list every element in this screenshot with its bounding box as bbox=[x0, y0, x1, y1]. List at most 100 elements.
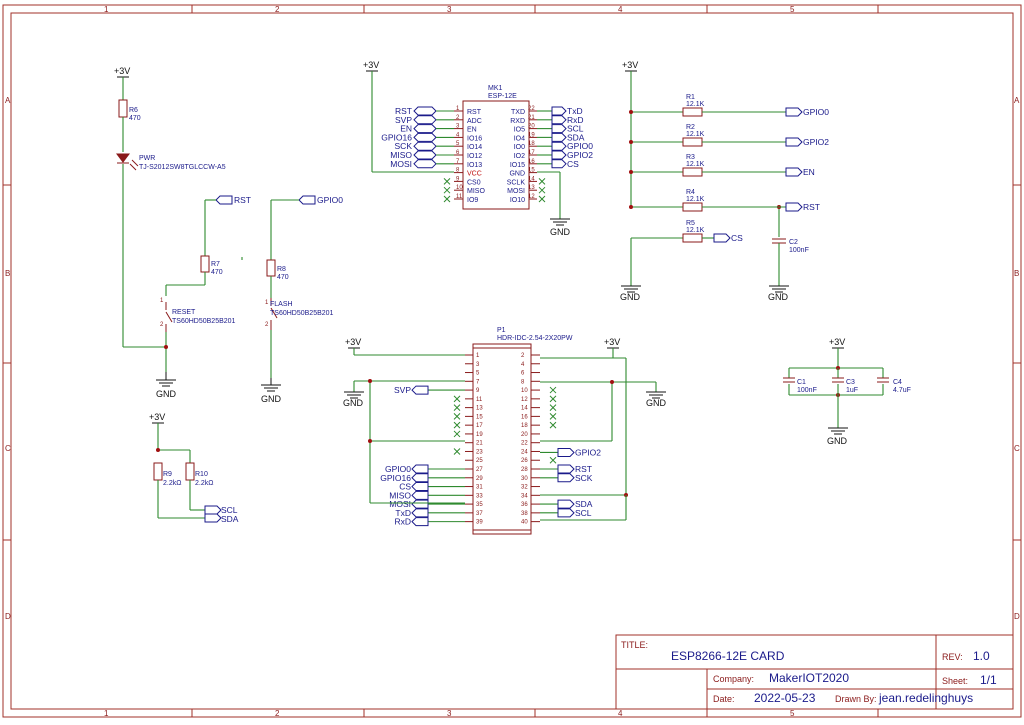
row-label-a-right: A bbox=[1014, 96, 1020, 105]
c4-value: 4.7uF bbox=[893, 387, 911, 394]
pullup-net-flag bbox=[785, 137, 803, 147]
module-left-pin-name: IO14 bbox=[467, 144, 482, 151]
module-right-pin-name: IO4 bbox=[514, 135, 525, 142]
module-left-net-flag bbox=[413, 132, 437, 142]
c3-value: 1uF bbox=[846, 387, 858, 394]
header-pin-odd: 31 bbox=[476, 485, 483, 491]
sheet-value: 1/1 bbox=[980, 673, 997, 687]
header-left-net-label: RxD bbox=[394, 517, 411, 527]
header-pin-odd: 11 bbox=[476, 397, 483, 403]
i2c-sda-label: SDA bbox=[221, 514, 239, 524]
module-right-pin-num: 15 bbox=[528, 168, 535, 174]
vcc-i2c: +3V bbox=[149, 412, 165, 422]
r9-value: 2.2kΩ bbox=[163, 480, 181, 487]
header-pin-even: 12 bbox=[521, 397, 528, 403]
header-pin-odd: 15 bbox=[476, 414, 483, 420]
module-right-net-flag bbox=[551, 124, 567, 134]
module-left-net-flag bbox=[413, 159, 437, 169]
header-pin-odd: 7 bbox=[476, 379, 480, 385]
module-right-pin-num: 17 bbox=[528, 150, 535, 156]
flash-sw-part: TS60HD50B25B201 bbox=[270, 310, 334, 317]
pullup-ref: R2 bbox=[686, 124, 695, 131]
decoupling-caps: +3V C1 100nF C3 1uF C4 4.7uF GND bbox=[783, 337, 911, 446]
gnd-c2: GND bbox=[768, 292, 789, 302]
header-left-net-label: GPIO0 bbox=[385, 464, 411, 474]
rev-value: 1.0 bbox=[973, 649, 990, 663]
module-left-net-flag bbox=[413, 141, 437, 151]
module-right-net-flag bbox=[551, 132, 567, 142]
pullup-value: 12.1K bbox=[686, 131, 705, 138]
pullup-resistor bbox=[682, 107, 703, 117]
pullup-value: 12.1K bbox=[686, 101, 705, 108]
header-pin-even: 16 bbox=[521, 414, 528, 420]
module-right-pin-num: 22 bbox=[528, 106, 535, 112]
module-left-pin-name: EN bbox=[467, 127, 477, 134]
header-left-net-label: TxD bbox=[395, 508, 411, 518]
pullup-value: 12.1K bbox=[686, 196, 705, 203]
r6-ref: R6 bbox=[129, 107, 138, 114]
module-left-net-flag bbox=[413, 115, 437, 125]
pullup-resistor bbox=[682, 233, 703, 243]
title-block: TITLE: ESP8266-12E CARD REV: 1.0 Company… bbox=[615, 634, 1014, 710]
led-part: TJ-S2012SW8TGLCCW-A5 bbox=[139, 164, 226, 171]
col-label-2: 2 bbox=[275, 5, 280, 14]
header-pin-even: 30 bbox=[521, 476, 528, 482]
pullup-net-flag bbox=[785, 202, 803, 212]
module-right-pin-name: TXD bbox=[511, 109, 525, 116]
module-right-net-label: GPIO2 bbox=[567, 150, 593, 160]
resistor-r9 bbox=[153, 462, 163, 481]
header-right-net-label: SCL bbox=[575, 508, 592, 518]
header-part: HDR-IDC-2.54-2X20PW bbox=[497, 335, 573, 342]
row-label-b-right: B bbox=[1014, 269, 1019, 278]
header-pin-even: 2 bbox=[521, 353, 525, 359]
pullup-network: +3V GND C2 100nF GND R112.1KGPIO0R212.1K… bbox=[620, 60, 829, 302]
header-pin-odd: 35 bbox=[476, 502, 483, 508]
header-pin-odd: 5 bbox=[476, 371, 480, 377]
module-right-net-flag bbox=[551, 150, 567, 160]
module-right-pin-num: 20 bbox=[528, 124, 535, 130]
header-pin-even: 36 bbox=[521, 502, 528, 508]
col-label-3-bottom: 3 bbox=[447, 709, 452, 718]
col-label-1: 1 bbox=[104, 5, 109, 14]
header-right-net-flag bbox=[557, 499, 575, 509]
pullup-value: 12.1K bbox=[686, 161, 705, 168]
title-label: TITLE: bbox=[621, 640, 648, 650]
header-pin-even: 20 bbox=[521, 432, 528, 438]
resistor-r10 bbox=[185, 462, 195, 481]
gnd-header-left: GND bbox=[343, 398, 364, 408]
rev-label: REV: bbox=[942, 652, 963, 662]
module-left-pin-num: 9 bbox=[456, 176, 460, 182]
module-left-pin-num: 8 bbox=[456, 168, 460, 174]
header-left-net-label: MOSI bbox=[389, 499, 411, 509]
module-right-pin-name: RXD bbox=[510, 118, 525, 125]
header-pin-odd: 19 bbox=[476, 432, 483, 438]
vcc-label: +3V bbox=[114, 66, 130, 76]
module-left-pin-num: 1 bbox=[456, 106, 460, 112]
header-pin-even: 34 bbox=[521, 493, 528, 499]
module-right-net-flag bbox=[551, 141, 567, 151]
net-flag-gpio0-flash bbox=[298, 195, 316, 205]
header-right-net-label: SDA bbox=[575, 499, 593, 509]
flash-net-label: GPIO0 bbox=[317, 195, 343, 205]
i2c-pullups: +3V R9 2.2kΩ R10 2.2kΩ SCL SDA bbox=[149, 412, 239, 524]
header-right-net-label: RST bbox=[575, 464, 592, 474]
gnd-flash: GND bbox=[261, 394, 282, 404]
header-pin-odd: 17 bbox=[476, 423, 483, 429]
r7-ref: R7 bbox=[211, 261, 220, 268]
module-right-net-flag bbox=[551, 159, 567, 169]
module-right-pin-num: 21 bbox=[528, 115, 535, 121]
c2-ref: C2 bbox=[789, 239, 798, 246]
header-left-net-label: GPIO16 bbox=[380, 473, 411, 483]
reset-sw-part: TS60HD50B25B201 bbox=[172, 318, 236, 325]
header-pin-even: 8 bbox=[521, 379, 525, 385]
company-value: MakerIOT2020 bbox=[769, 671, 849, 685]
module-right-pin-num: 18 bbox=[528, 141, 535, 147]
row-label-a: A bbox=[5, 96, 11, 105]
module-left-net-label: SVP bbox=[395, 115, 412, 125]
module-right-pin-name: IO10 bbox=[510, 197, 525, 204]
header-right-net-flag bbox=[557, 508, 575, 518]
module-right-net-label: TxD bbox=[567, 106, 583, 116]
module-right-net-label: CS bbox=[567, 159, 579, 169]
module-right-net-label: GPIO0 bbox=[567, 141, 593, 151]
